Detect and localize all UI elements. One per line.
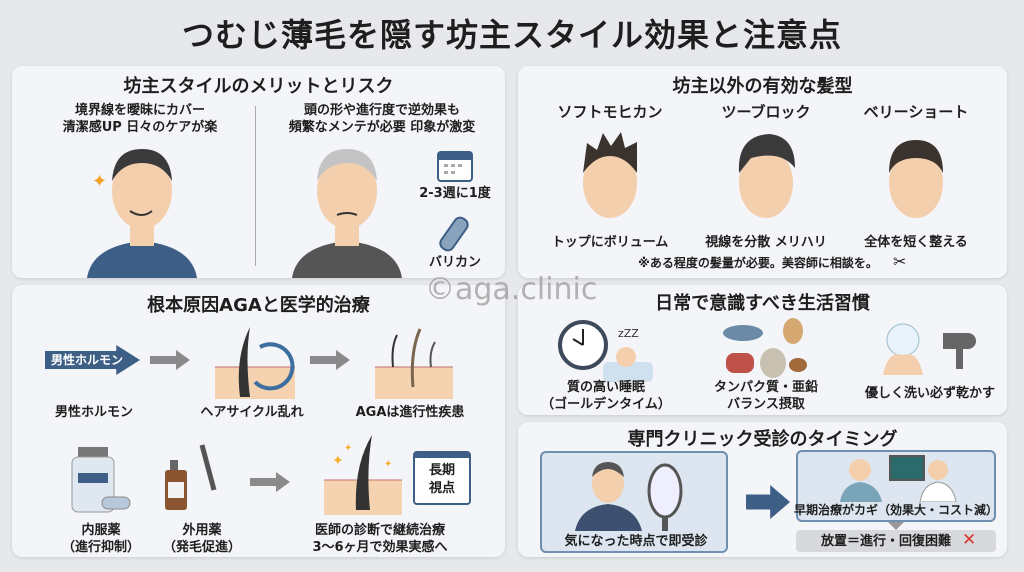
protein-zinc-food-illustration — [723, 318, 807, 378]
habit-label: 優しく洗い必ず乾かす — [864, 386, 996, 401]
calendar-text: 長期 — [428, 463, 455, 478]
merit-text-2: 清潔感UP 日々のケアが楽 — [62, 120, 218, 135]
arrow-icon — [310, 350, 350, 370]
merit-risk-panel: 坊主スタイルのメリットとリスク 境界線を曖昧にカバー 清潔感UP 日々のケアが楽… — [12, 66, 505, 278]
arrow-icon — [746, 485, 790, 519]
style-name: ツーブロック — [721, 103, 811, 121]
doctor-consultation-illustration — [840, 455, 957, 502]
x-mark-icon: ✕ — [962, 530, 977, 550]
risk-text-1: 頭の形や進行度で逆効果も — [303, 103, 461, 118]
happy-buzzcut-man-illustration — [87, 149, 197, 278]
washing-drying-illustration — [883, 323, 976, 375]
style-name: ベリーショート — [863, 103, 969, 121]
sleep-clock-illustration: zZZ — [558, 320, 653, 382]
style-desc: 全体を短く整える — [864, 235, 968, 250]
style-desc: 視線を分散 メリハリ — [705, 235, 827, 250]
oral-medicine-label: 内服薬 — [81, 523, 121, 538]
panel-title: 坊主以外の有効な髪型 — [672, 76, 853, 97]
warning-bar: 放置＝進行・回復困難 ✕ — [796, 530, 996, 552]
svg-text:✦: ✦ — [384, 459, 392, 470]
result-text-1: 医師の診断で継続治療 — [314, 523, 446, 538]
lifestyle-panel: 日常で意識すべき生活習慣 zZZ 質の高い睡眠 （ゴールデンタイム） タンパク質… — [518, 285, 1007, 415]
habit-label: バランス摂取 — [727, 397, 805, 412]
topical-medicine-label: 外用薬 — [182, 523, 222, 538]
two-block-illustration — [738, 134, 795, 218]
scissors-comb-icon: ✂ — [893, 252, 907, 271]
page-title: つむじ薄毛を隠す坊主スタイル効果と注意点 — [181, 16, 842, 54]
topical-medicine-icon — [165, 444, 217, 510]
calendar-text: 視点 — [428, 481, 455, 496]
self-check-card: 気になった時点で即受診 — [540, 451, 728, 553]
arrow-icon — [150, 350, 190, 370]
panel-title: 専門クリニック受診のタイミング — [627, 429, 898, 450]
result-text-2: 3〜6ヶ月で効果実感へ — [312, 540, 448, 555]
habit-label: 質の高い睡眠 — [566, 380, 646, 395]
habit-label: タンパク質・亜鉛 — [713, 380, 819, 395]
watermark: ©aga.clinic — [425, 272, 598, 307]
oral-medicine-note: （進行抑制） — [61, 540, 141, 555]
style-name: ソフトモヒカン — [557, 103, 663, 121]
step-label: 男性ホルモン — [54, 405, 134, 420]
style-desc: トップにボリューム — [551, 235, 669, 250]
risk-text-2: 頻繁なメンテが必要 印象が激変 — [288, 120, 476, 135]
hormone-arrow: 男性ホルモン — [45, 345, 140, 375]
hairstyle-note: ※ある程度の髪量が必要。美容師に相談を。 — [638, 256, 878, 270]
left-caption: 気になった時点で即受診 — [564, 534, 708, 549]
divider — [255, 106, 256, 266]
aga-treatment-panel: 根本原因AGAと医学的治療 男性ホルモン 男性ホルモン ヘアサイクル乱れ AGA… — [12, 285, 505, 557]
svg-text:zZZ: zZZ — [618, 327, 639, 340]
panel-title: 日常で意識すべき生活習慣 — [655, 293, 870, 314]
worried-buzzcut-man-illustration — [292, 149, 402, 278]
hairstyles-panel: 坊主以外の有効な髪型 ソフトモヒカン ツーブロック ベリーショート トップにボリ… — [518, 66, 1007, 278]
svg-text:✦: ✦ — [344, 443, 352, 454]
svg-text:✦: ✦ — [332, 453, 344, 469]
hair-cycle-illustration — [215, 327, 295, 399]
thinning-hair-illustration — [375, 328, 453, 399]
panel-title: 坊主スタイルのメリットとリスク — [123, 76, 394, 97]
hormone-arrow-label: 男性ホルモン — [51, 353, 124, 367]
man-with-mirror-illustration — [575, 462, 683, 531]
clinic-timing-panel: 専門クリニック受診のタイミング 気になった時点で即受診 早期治療がカギ（効果大・… — [518, 422, 1007, 557]
warning-text: 放置＝進行・回復困難 — [820, 534, 952, 549]
clipper-label: バリカン — [428, 255, 482, 270]
right-caption: 早期治療がカギ（効果大・コスト減） — [793, 503, 999, 517]
down-arrow-icon — [888, 522, 904, 530]
panel-title: 根本原因AGAと医学的治療 — [147, 295, 370, 316]
step-label: AGAは進行性疾患 — [355, 405, 465, 420]
topical-medicine-note: （発毛促進） — [162, 540, 242, 555]
long-term-calendar-icon: 長期視点 — [413, 451, 471, 505]
step-label: ヘアサイクル乱れ — [200, 405, 304, 420]
sparkle-icon: ✦ — [92, 171, 108, 192]
oral-medicine-icon — [71, 447, 131, 513]
hair-clipper-icon — [439, 216, 469, 252]
very-short-illustration — [889, 140, 943, 218]
merit-text-1: 境界線を曖昧にカバー — [74, 103, 206, 118]
arrow-icon — [250, 472, 290, 492]
soft-mohawk-illustration — [583, 132, 637, 218]
calendar-icon — [437, 151, 473, 182]
regrowing-hair-illustration: ✦✦✦ — [324, 435, 402, 515]
early-treatment-card: 早期治療がカギ（効果大・コスト減） — [793, 450, 999, 522]
habit-label: （ゴールデンタイム） — [541, 397, 671, 412]
calendar-label: 2-3週に1度 — [419, 186, 491, 201]
